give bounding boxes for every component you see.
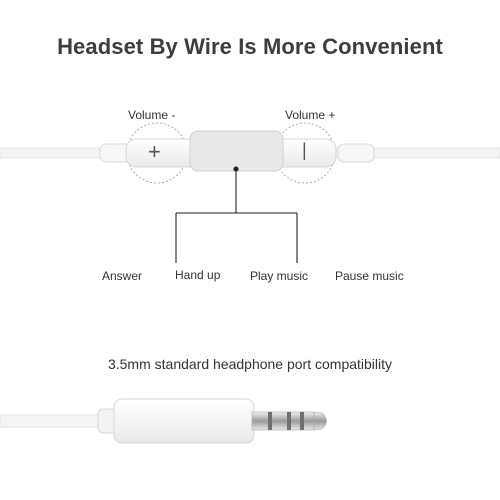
volume-up-label: Volume + [285,108,336,122]
headphone-jack [0,398,327,444]
volume-up-symbol[interactable]: | [302,140,307,160]
jack-caption: 3.5mm standard headphone port compatibil… [107,356,393,372]
answer-label: Answer [102,269,143,283]
play-music-label: Play music [250,269,309,283]
volume-down-label: Volume - [128,108,176,122]
leader-lines [175,166,298,263]
page-title: Headset By Wire Is More Convenient [57,34,443,59]
volume-down-symbol[interactable]: + [148,139,161,164]
pause-music-label: Pause music [335,269,404,283]
hang-up-label: Hand up [175,268,221,282]
center-button [189,130,284,172]
